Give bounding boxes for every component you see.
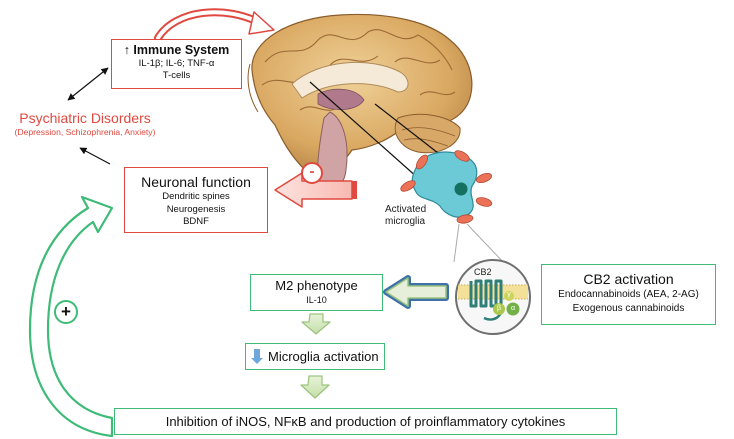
- down-arrow-icon: [254, 349, 260, 359]
- g-protein-alpha-label: α: [510, 305, 516, 312]
- brain-to-microglia-line-2: [374, 103, 448, 161]
- neuronal-item-dendritic-spines: Dendritic spines: [162, 191, 230, 202]
- brain-to-microglia-line-1: [309, 81, 419, 179]
- microglia-receptor-1: [415, 154, 429, 170]
- plus-symbol: +: [61, 302, 71, 321]
- cb2-activation-title: CB2 activation: [583, 271, 674, 287]
- inhibition-box: Inhibition of iNOS, NFκB and production …: [114, 408, 617, 435]
- neuronal-function-box: Neuronal function Dendritic spines Neuro…: [124, 167, 268, 233]
- microglia-receptor-3: [475, 172, 493, 184]
- minus-circle: [301, 162, 323, 184]
- g-protein-gamma-label: γ: [507, 291, 511, 298]
- brain-illustration: [247, 13, 473, 192]
- immune-system-title: Immune System: [133, 43, 230, 57]
- microglia-activation-title: Microglia activation: [268, 349, 379, 364]
- neuronal-to-psych-arrow: [79, 147, 111, 165]
- psychiatric-disorders: Psychiatric Disorders (Depression, Schiz…: [0, 110, 170, 138]
- zoom-line-left: [453, 223, 460, 263]
- inhibition-text: Inhibition of iNOS, NFκB and production …: [165, 414, 566, 429]
- immune-tcells: T-cells: [162, 70, 191, 81]
- psychiatric-disorders-title: Psychiatric Disorders: [19, 110, 151, 126]
- plus-circle: [54, 300, 78, 324]
- g-protein-beta: [493, 303, 505, 315]
- immune-cytokines: IL-1β; IL-6; TNF-α: [138, 58, 215, 69]
- brain-gyri: [261, 29, 456, 111]
- microglia-receptor-4: [400, 180, 416, 192]
- g-protein-alpha: [506, 302, 520, 316]
- activated-microglia-label: Activated microglia: [385, 204, 445, 228]
- psychiatric-disorders-subtitle: (Depression, Schizophrenia, Anxiety): [14, 127, 156, 137]
- activated-microglia-line-1: Activated: [385, 204, 427, 215]
- microglia-receptor-5: [475, 197, 493, 207]
- up-arrow-symbol: ↑: [123, 43, 130, 57]
- minus-symbol: -: [309, 163, 315, 180]
- microglia-activation-box: Microglia activation: [245, 343, 385, 370]
- cerebellum: [394, 113, 461, 154]
- immune-to-brain-arrowhead: [248, 11, 275, 35]
- neuronal-item-bdnf: BDNF: [183, 216, 209, 227]
- activated-microglia-cell: [400, 150, 493, 224]
- thalamus: [317, 88, 365, 110]
- microglia-to-inhibition-down-arrow: [300, 375, 330, 399]
- microglia-receptor-2: [454, 150, 470, 162]
- cb2-receptor-zoom: [455, 259, 531, 335]
- zoom-line-right: [466, 223, 506, 265]
- microglia-receptor-6: [456, 214, 474, 224]
- cb2-endocannabinoids: Endocannabinoids (AEA, 2-AG): [558, 289, 699, 300]
- immune-system-box: ↑ Immune System IL-1β; IL-6; TNF-α T-cel…: [111, 39, 242, 89]
- m2-phenotype-il10: IL-10: [306, 295, 327, 305]
- corpus-callosum: [291, 61, 409, 99]
- g-protein-beta-label: β: [496, 305, 502, 312]
- down-arrow-icon-head: [251, 358, 263, 364]
- m2-phenotype-title: M2 phenotype: [275, 278, 358, 293]
- activated-microglia-line-2: microglia: [385, 216, 426, 227]
- microglia-nucleus: [454, 182, 468, 196]
- feedback-loop-arrow: [28, 195, 114, 438]
- neuronal-function-title: Neuronal function: [141, 174, 251, 190]
- receptor-helices: [469, 279, 503, 308]
- cb2-exogenous-cannabinoids: Exogenous cannabinoids: [572, 303, 685, 314]
- neuronal-item-neurogenesis: Neurogenesis: [166, 203, 226, 215]
- cb2-receptor-label: CB2: [474, 267, 492, 277]
- g-protein-gamma: [504, 291, 514, 301]
- m2-phenotype-box: M2 phenotype IL-10: [250, 274, 383, 311]
- cb2-activation-box: CB2 activation Endocannabinoids (AEA, 2-…: [541, 264, 716, 325]
- psych-immune-arrow: [67, 67, 109, 101]
- frontal-sinus: [247, 63, 259, 113]
- m2-to-microglia-down-arrow: [301, 313, 331, 335]
